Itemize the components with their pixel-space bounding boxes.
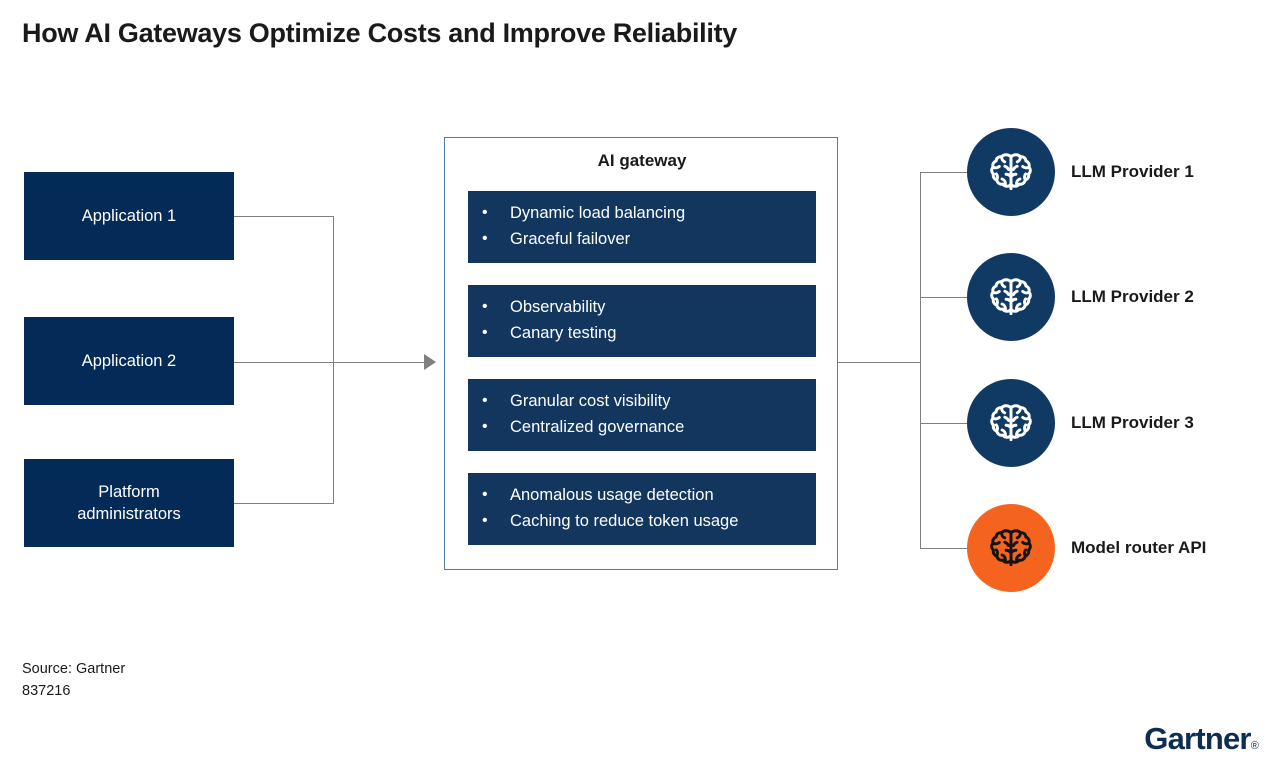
brain-icon xyxy=(990,153,1032,191)
provider-row-model-router-api[interactable]: Model router API xyxy=(967,504,1267,592)
gateway-feature-block[interactable]: • Granular cost visibility • Centralized… xyxy=(468,379,816,451)
page-title: How AI Gateways Optimize Costs and Impro… xyxy=(22,18,737,48)
source-box-application-2[interactable]: Application 2 xyxy=(24,317,234,405)
provider-row-llm-provider-3[interactable]: LLM Provider 3 xyxy=(967,379,1267,467)
connector-line-provider-3 xyxy=(920,423,970,424)
bullet-icon: • xyxy=(482,298,488,316)
source-credit: Source: Gartner 837216 xyxy=(22,659,125,703)
bullet-icon: • xyxy=(482,418,488,435)
connector-line-provider-2 xyxy=(920,297,970,298)
source-box-platform-administrators[interactable]: Platform administrators xyxy=(24,459,234,547)
feature-item: • Granular cost visibility xyxy=(482,389,816,415)
feature-item: • Caching to reduce token usage xyxy=(482,509,816,535)
brain-icon xyxy=(990,529,1032,567)
bullet-icon: • xyxy=(482,486,488,504)
feature-label: Granular cost visibility xyxy=(510,392,671,411)
source-box-application-1[interactable]: Application 1 xyxy=(24,172,234,260)
bullet-icon: • xyxy=(482,230,488,247)
connector-line-model-router xyxy=(920,548,970,549)
feature-label: Anomalous usage detection xyxy=(510,486,714,505)
provider-row-llm-provider-2[interactable]: LLM Provider 2 xyxy=(967,253,1267,341)
feature-item: • Observability xyxy=(482,295,816,321)
feature-item: • Centralized governance xyxy=(482,415,816,441)
source-box-label: Platform administrators xyxy=(77,482,181,523)
feature-item: • Anomalous usage detection xyxy=(482,483,816,509)
provider-icon-badge xyxy=(967,253,1055,341)
provider-label: LLM Provider 2 xyxy=(1071,287,1194,306)
feature-item: • Dynamic load balancing xyxy=(482,201,816,227)
bullet-icon: • xyxy=(482,204,488,222)
gateway-feature-block[interactable]: • Anomalous usage detection • Caching to… xyxy=(468,473,816,545)
feature-label: Graceful failover xyxy=(510,230,631,248)
bullet-icon: • xyxy=(482,324,488,341)
provider-icon-badge xyxy=(967,504,1055,592)
provider-label: LLM Provider 1 xyxy=(1071,162,1194,181)
feature-label: Dynamic load balancing xyxy=(510,204,686,223)
gateway-feature-block[interactable]: • Dynamic load balancing • Graceful fail… xyxy=(468,191,816,263)
feature-label: Canary testing xyxy=(510,324,617,342)
logo-wordmark: Gartner xyxy=(1144,721,1251,756)
feature-item: • Canary testing xyxy=(482,321,816,347)
connector-line-to-gateway xyxy=(234,362,428,363)
provider-icon-badge xyxy=(967,379,1055,467)
provider-label: LLM Provider 3 xyxy=(1071,413,1194,432)
feature-label: Caching to reduce token usage xyxy=(510,512,739,530)
registered-mark-icon: ® xyxy=(1250,740,1259,752)
provider-icon-badge xyxy=(967,128,1055,216)
connector-line-from-gateway xyxy=(838,362,921,363)
brain-icon xyxy=(990,278,1032,316)
feature-label: Observability xyxy=(510,298,606,317)
connector-line-admins xyxy=(234,503,333,504)
provider-row-llm-provider-1[interactable]: LLM Provider 1 xyxy=(967,128,1267,216)
source-box-label: Application 2 xyxy=(81,351,177,370)
brain-icon xyxy=(990,404,1032,442)
feature-item: • Graceful failover xyxy=(482,227,816,253)
provider-label: Model router API xyxy=(1071,538,1207,557)
document-id: 837216 xyxy=(22,682,71,699)
connector-bracket-right xyxy=(920,172,921,549)
bullet-icon: • xyxy=(482,512,488,529)
source-box-label: Application 1 xyxy=(81,206,177,225)
ai-gateway-panel: AI gateway • Dynamic load balancing • Gr… xyxy=(444,137,838,570)
feature-label: Centralized governance xyxy=(510,418,685,436)
gartner-logo: Gartner® xyxy=(1144,721,1259,756)
gateway-feature-block[interactable]: • Observability • Canary testing xyxy=(468,285,816,357)
bullet-icon: • xyxy=(482,392,488,410)
connector-bracket-left xyxy=(333,216,334,504)
source-text: Source: Gartner xyxy=(22,661,126,677)
connector-line-app1 xyxy=(234,216,333,217)
gateway-title: AI gateway xyxy=(597,151,687,170)
arrow-head-icon xyxy=(424,354,436,370)
connector-line-provider-1 xyxy=(920,172,970,173)
